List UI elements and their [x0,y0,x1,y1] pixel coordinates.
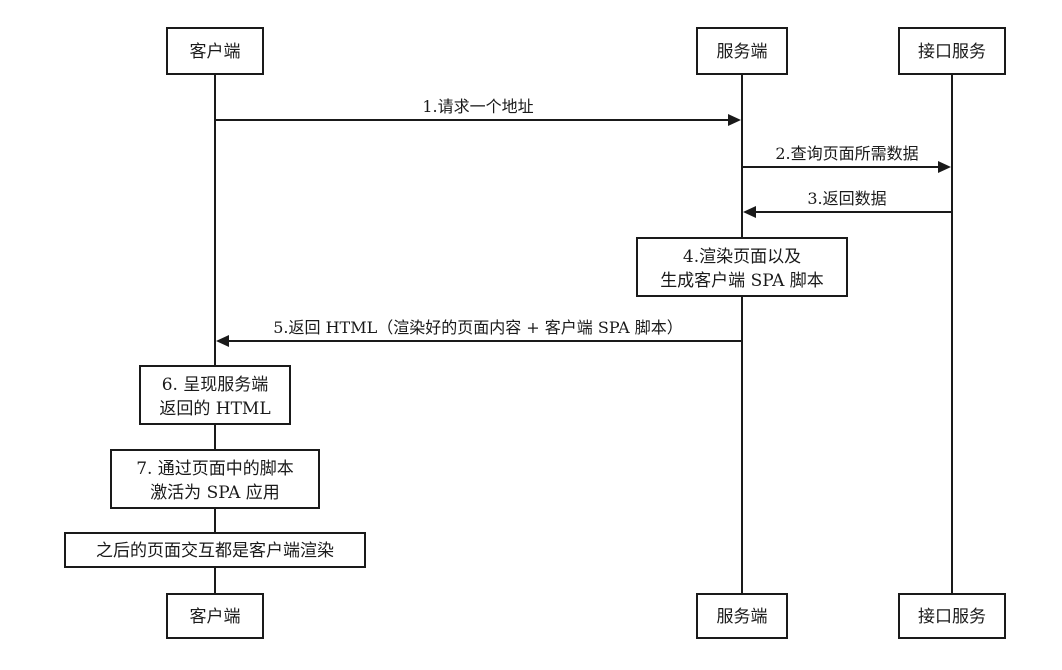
message-3-label: 3.返回数据 [807,189,886,208]
participant-api-top-label: 接口服务 [918,42,986,62]
arrow-left-icon [743,206,756,218]
note-7-line-2: 激活为 SPA 应用 [150,483,280,503]
arrow-right-icon [728,114,741,126]
note-7: 7. 通过页面中的脚本 激活为 SPA 应用 [110,449,320,509]
note-4: 4.渲染页面以及 生成客户端 SPA 脚本 [636,237,848,297]
participant-client-top-label: 客户端 [190,42,241,62]
note-8: 之后的页面交互都是客户端渲染 [64,532,366,568]
participant-api-bottom: 接口服务 [898,593,1006,639]
message-5: 5.返回 HTML（渲染好的页面内容 + 客户端 SPA 脚本） [216,318,742,347]
note-4-line-2: 生成客户端 SPA 脚本 [660,271,824,291]
participant-client-bottom-label: 客户端 [190,607,241,627]
participant-server-bottom-label: 服务端 [717,607,768,627]
message-1: 1.请求一个地址 [215,97,741,126]
participant-server-top-label: 服务端 [717,42,768,62]
participant-client-top: 客户端 [166,27,264,75]
note-6-line-2: 返回的 HTML [159,399,270,419]
participant-api-top: 接口服务 [898,27,1006,75]
note-4-line-1: 4.渲染页面以及 [683,247,801,267]
message-5-label: 5.返回 HTML（渲染好的页面内容 + 客户端 SPA 脚本） [273,318,683,337]
arrow-left-icon [216,335,229,347]
message-2-label: 2.查询页面所需数据 [775,144,918,163]
participant-server-bottom: 服务端 [696,593,788,639]
participant-api-bottom-label: 接口服务 [918,607,986,627]
note-6-line-1: 6. 呈现服务端 [162,375,269,395]
note-7-line-1: 7. 通过页面中的脚本 [136,459,294,479]
message-3: 3.返回数据 [743,189,952,218]
participant-client-bottom: 客户端 [166,593,264,639]
message-2: 2.查询页面所需数据 [742,144,951,173]
arrow-right-icon [938,161,951,173]
message-1-label: 1.请求一个地址 [422,97,533,116]
note-8-line-1: 之后的页面交互都是客户端渲染 [96,541,334,561]
participant-server-top: 服务端 [696,27,788,75]
note-6: 6. 呈现服务端 返回的 HTML [139,365,291,425]
